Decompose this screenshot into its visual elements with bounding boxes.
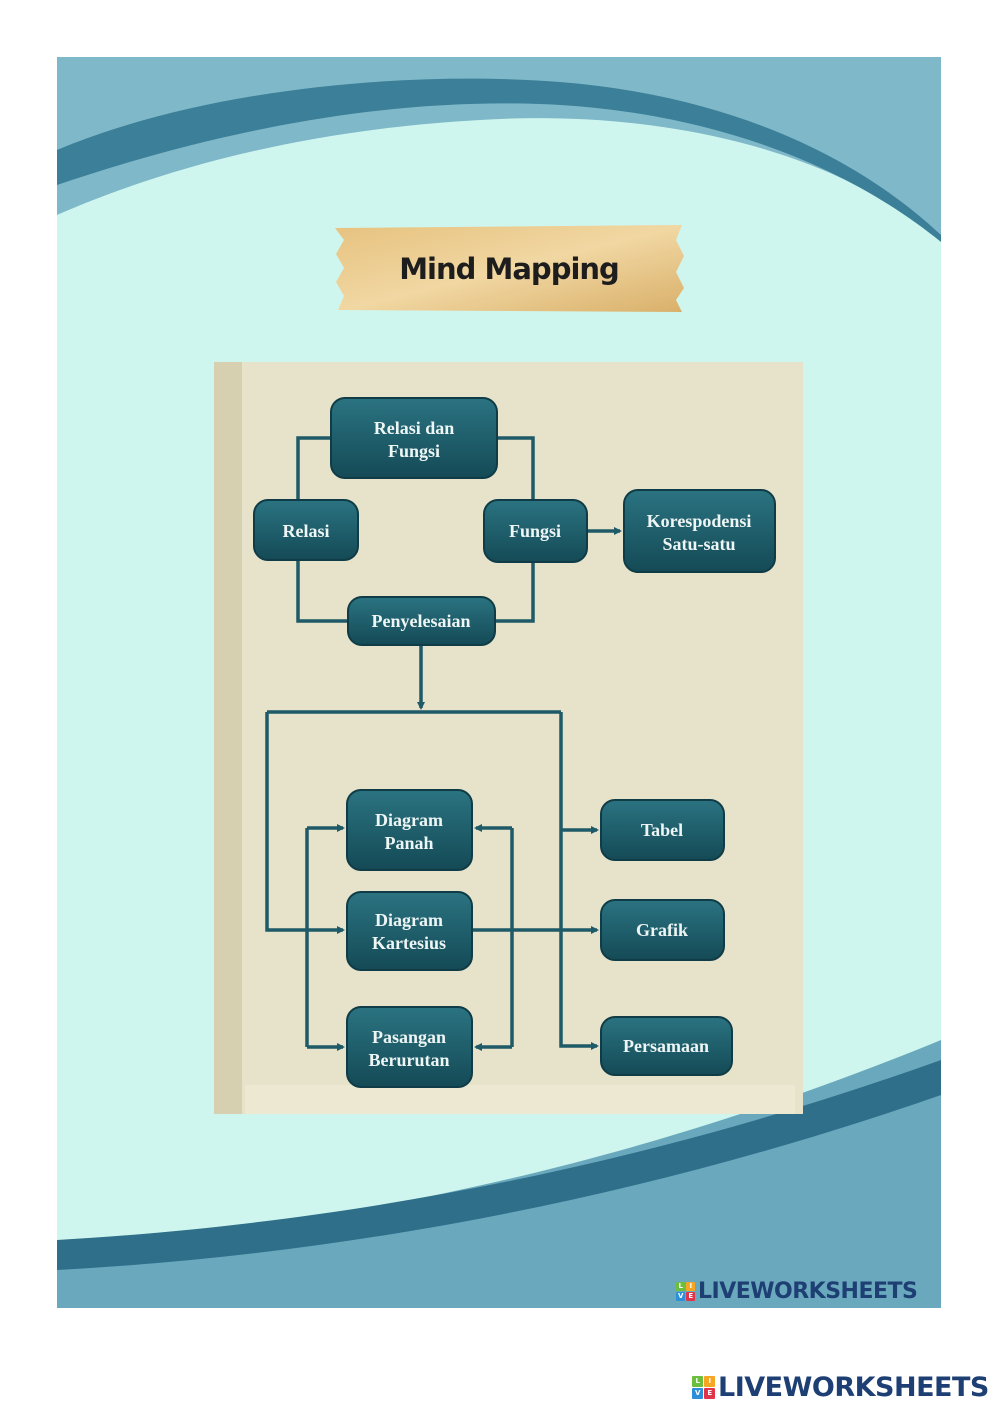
title-tape (335, 225, 684, 312)
svg-text:Satu-satu: Satu-satu (662, 534, 735, 554)
node-relasi-dan-fungsi: Relasi dan Fungsi (330, 397, 498, 479)
svg-text:Diagram: Diagram (375, 910, 443, 930)
bottom-wave-dark (57, 1060, 941, 1270)
svg-text:Penyelesaian: Penyelesaian (372, 611, 471, 631)
svg-text:Pasangan: Pasangan (372, 1027, 446, 1047)
node-korespondensi: Korespodensi Satu-satu (623, 489, 776, 573)
svg-text:Korespodensi: Korespodensi (647, 511, 752, 531)
watermark-text: LIVEWORKSHEETS (698, 1279, 918, 1304)
node-fungsi: Fungsi (483, 499, 588, 563)
node-pasangan-berurutan: Pasangan Berurutan (346, 1006, 473, 1088)
node-relasi: Relasi (253, 499, 359, 561)
node-tabel: Tabel (600, 799, 725, 861)
svg-text:Fungsi: Fungsi (509, 521, 561, 541)
svg-text:Kartesius: Kartesius (372, 933, 446, 953)
svg-text:Relasi dan: Relasi dan (374, 418, 455, 438)
connectors (265, 436, 622, 1051)
node-grafik: Grafik (600, 899, 725, 961)
svg-text:Berurutan: Berurutan (369, 1050, 450, 1070)
top-wave-dark (57, 78, 941, 242)
diagram-panel (214, 362, 803, 1114)
node-persamaan: Persamaan (600, 1016, 733, 1076)
svg-text:Fungsi: Fungsi (388, 441, 440, 461)
svg-text:Relasi: Relasi (283, 521, 330, 541)
node-penyelesaian: Penyelesaian (347, 596, 496, 646)
svg-text:Diagram: Diagram (375, 810, 443, 830)
svg-text:Grafik: Grafik (636, 920, 688, 940)
page-title: Mind Mapping (399, 252, 619, 286)
svg-text:Tabel: Tabel (641, 820, 683, 840)
node-diagram-panah: Diagram Panah (346, 789, 473, 871)
node-diagram-kartesius: Diagram Kartesius (346, 891, 473, 971)
watermark-text: LIVEWORKSHEETS (718, 1372, 989, 1403)
svg-text:Persamaan: Persamaan (623, 1036, 709, 1056)
svg-text:Panah: Panah (384, 833, 433, 853)
